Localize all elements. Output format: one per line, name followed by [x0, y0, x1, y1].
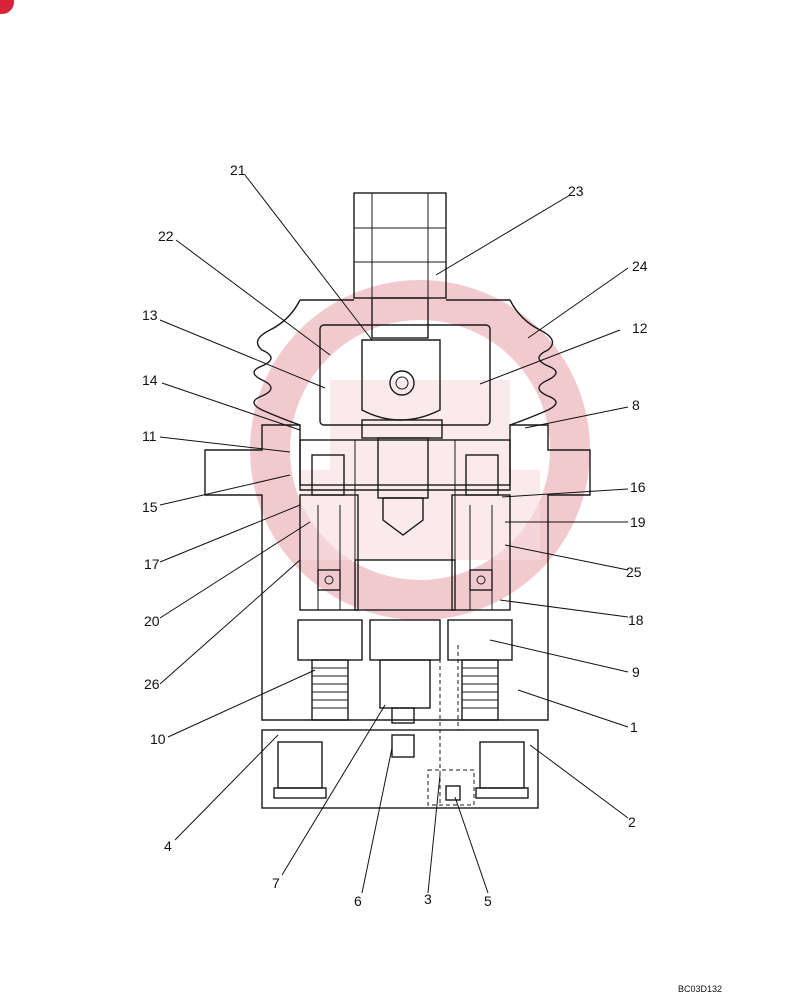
callout-20: 20 — [144, 613, 160, 629]
callout-6: 6 — [354, 893, 362, 909]
callout-12: 12 — [632, 320, 648, 336]
callout-13: 13 — [142, 307, 158, 323]
callout-22: 22 — [158, 228, 174, 244]
left-plunger-assembly — [297, 454, 363, 721]
callout-2: 2 — [628, 814, 636, 830]
callout-11: 11 — [142, 428, 157, 444]
callout-21: 21 — [230, 162, 246, 178]
callout-23: 23 — [568, 183, 584, 199]
casing-body — [204, 424, 591, 721]
lever-handle — [353, 192, 447, 339]
leader-lines — [159, 174, 629, 894]
right-plunger-assembly — [447, 454, 513, 721]
callout-1: 1 — [630, 719, 638, 735]
callout-14: 14 — [142, 372, 158, 388]
callout-10: 10 — [150, 731, 166, 747]
callout-19: 19 — [630, 514, 646, 530]
callout-26: 26 — [144, 676, 160, 692]
callout-25: 25 — [626, 564, 642, 580]
center-spool — [369, 619, 459, 805]
callout-labels: 21 23 22 24 13 12 14 8 11 16 15 19 17 25… — [142, 162, 648, 909]
upper-plate-and-cam — [319, 324, 491, 439]
port-plate — [261, 729, 539, 809]
callout-4: 4 — [164, 838, 172, 854]
watermark-logo — [250, 280, 590, 620]
callout-7: 7 — [272, 875, 280, 891]
callout-17: 17 — [144, 556, 160, 572]
callout-9: 9 — [632, 664, 640, 680]
center-push-rod — [354, 437, 456, 611]
callout-24: 24 — [632, 258, 648, 274]
callout-5: 5 — [484, 893, 492, 909]
callout-8: 8 — [632, 397, 640, 413]
callout-16: 16 — [630, 479, 646, 495]
callout-18: 18 — [628, 612, 644, 628]
rubber-boot — [253, 299, 557, 426]
drawing-reference-code: BC03D132 — [677, 984, 722, 994]
callout-3: 3 — [424, 891, 432, 907]
callout-15: 15 — [142, 499, 158, 515]
